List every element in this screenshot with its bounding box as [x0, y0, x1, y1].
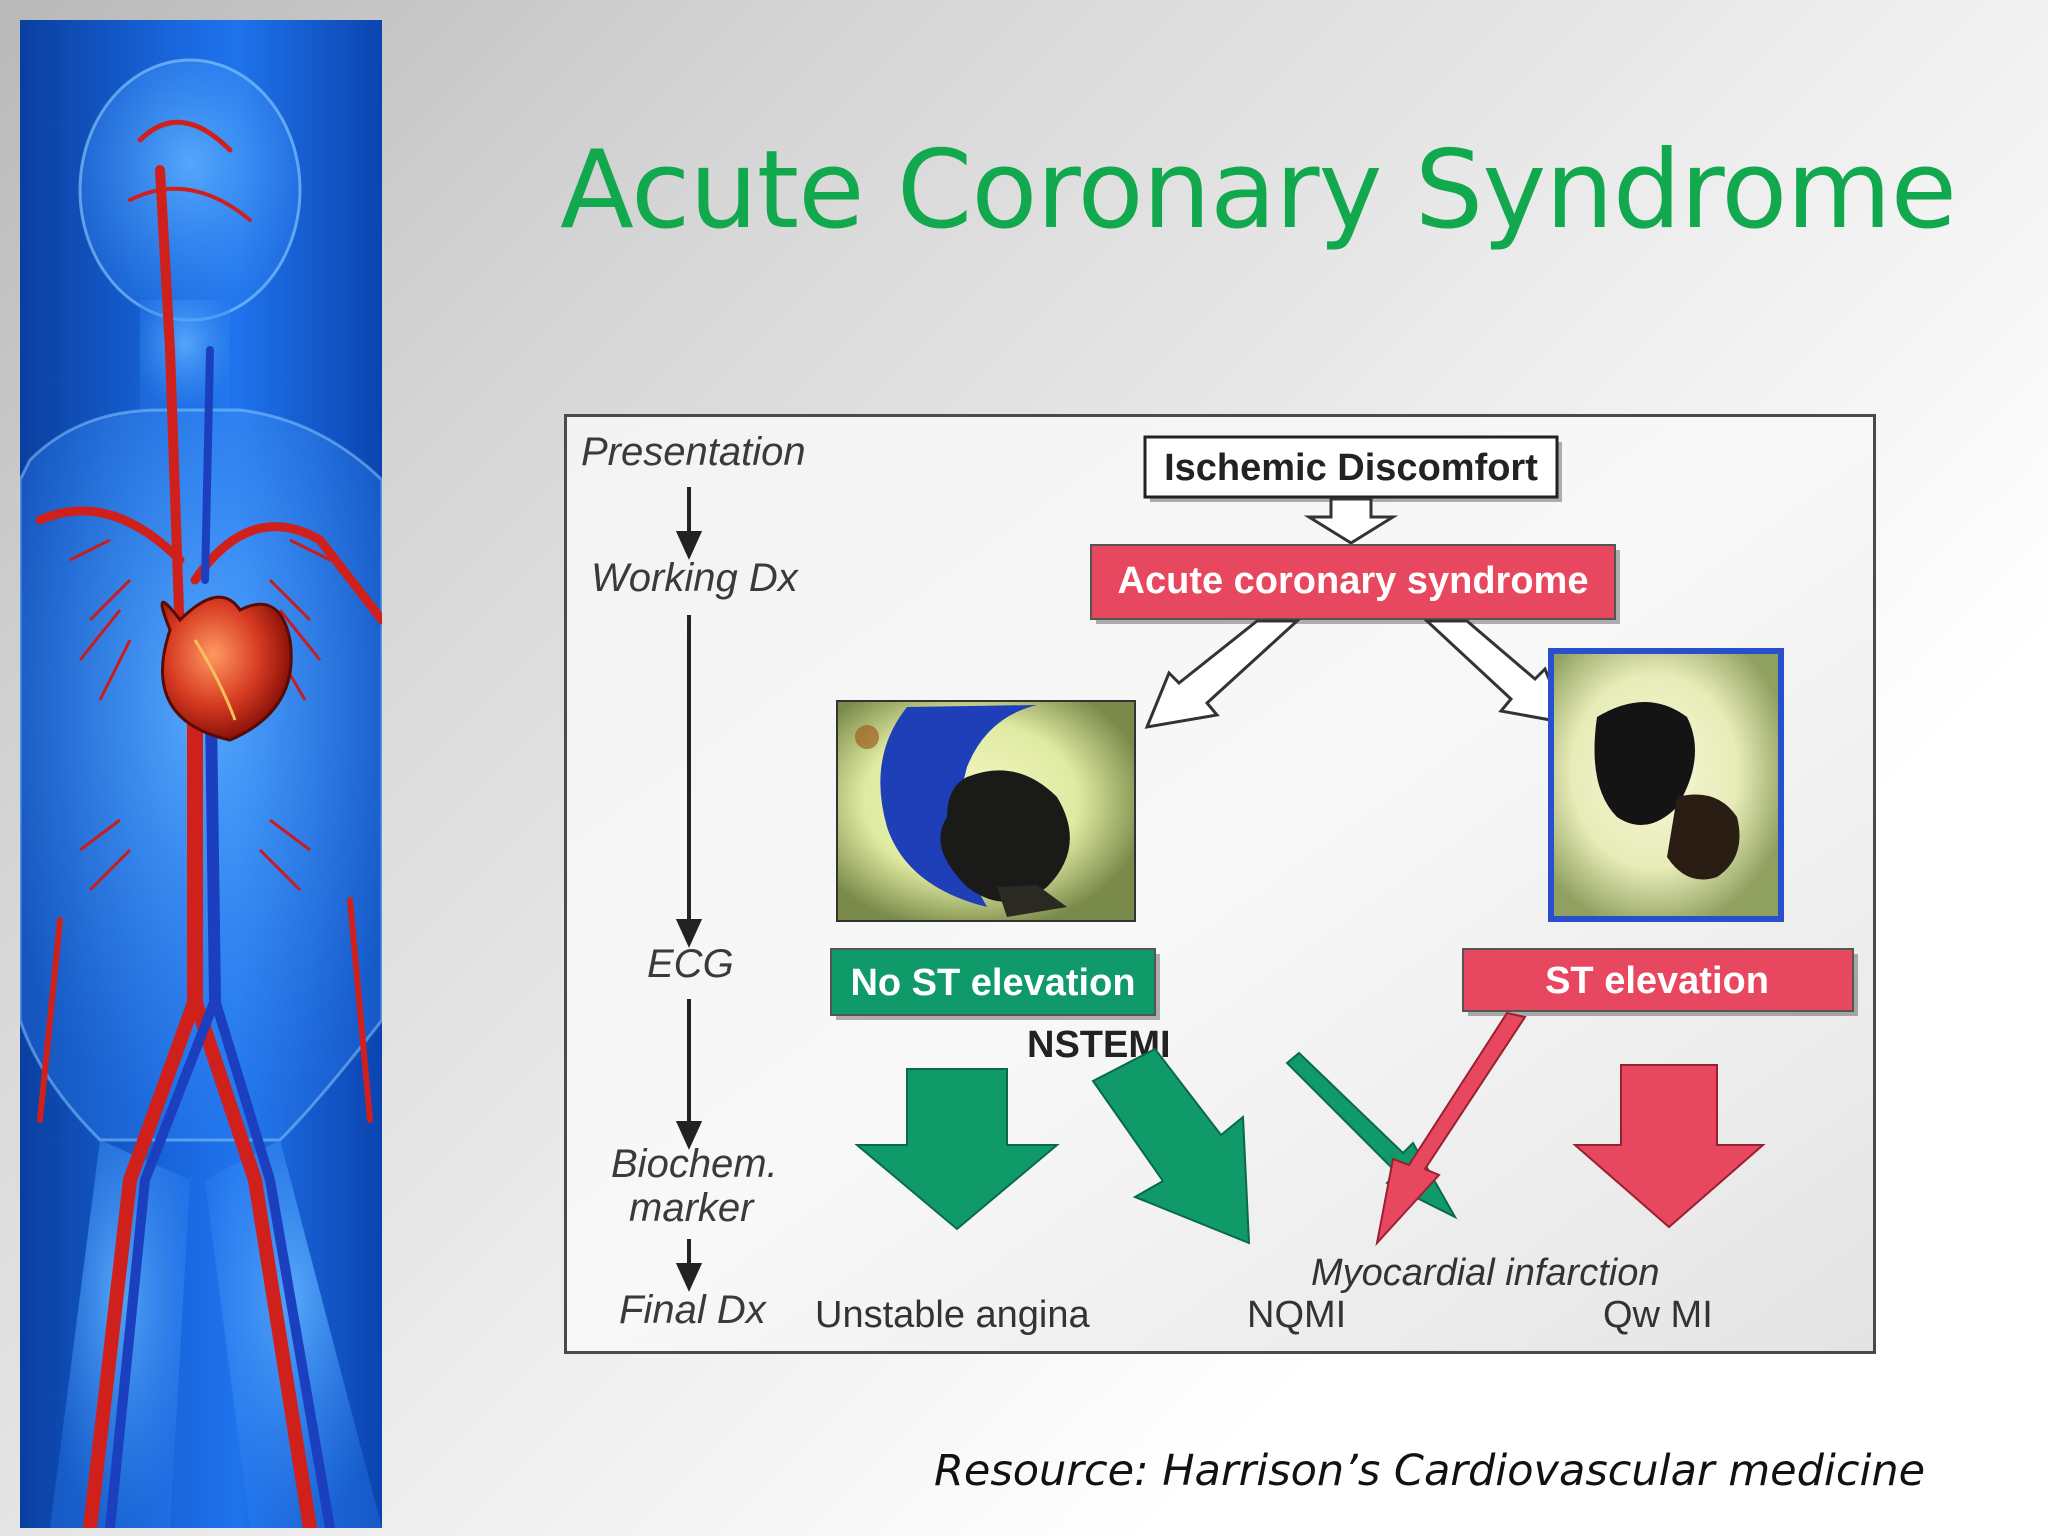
- outcome-qwmi: Qw MI: [1603, 1294, 1713, 1336]
- acs-box: [1090, 544, 1616, 620]
- stage-marker: marker: [629, 1186, 755, 1230]
- green-arrow-nqmi-icon: [1091, 1047, 1251, 1245]
- no-st-elevation-box: [830, 948, 1156, 1016]
- circulatory-system-illustration: [20, 20, 382, 1528]
- outcome-unstable-angina: Unstable angina: [815, 1294, 1091, 1336]
- thin-red-arrow-icon: [1375, 1011, 1527, 1247]
- coronary-thrombus-photo-left: [836, 700, 1136, 922]
- hollow-arrow-down-icon: [1303, 497, 1399, 545]
- red-arrow-qwmi-icon: [1572, 1064, 1766, 1229]
- acs-flow-diagram: Presentation Working Dx ECG Biochem. mar…: [564, 414, 1876, 1354]
- st-elevation-label: ST elevation: [1545, 960, 1769, 1002]
- st-elevation-box: [1462, 948, 1854, 1012]
- stage-presentation: Presentation: [581, 430, 806, 474]
- stage-biochem: Biochem.: [611, 1142, 778, 1186]
- coronary-thrombus-photo-right: [1548, 648, 1784, 922]
- stage-arrows: [675, 487, 703, 1292]
- stage-working-dx: Working Dx: [591, 556, 800, 600]
- acs-label: Acute coronary syndrome: [1118, 560, 1589, 602]
- no-st-elevation-label: No ST elevation: [850, 962, 1135, 1004]
- outcome-nqmi: NQMI: [1247, 1294, 1346, 1336]
- stage-final-dx: Final Dx: [619, 1288, 768, 1332]
- acs-diagram-svg: Presentation Working Dx ECG Biochem. mar…: [567, 417, 1873, 1351]
- ischemic-discomfort-label: Ischemic Discomfort: [1164, 447, 1538, 489]
- hollow-arrow-left-icon: [1144, 619, 1301, 729]
- stage-ecg: ECG: [647, 942, 734, 986]
- green-arrow-unstable-angina-icon: [854, 1068, 1060, 1231]
- slide-title: Acute Coronary Syndrome: [560, 128, 1957, 253]
- human-figure-icon: [20, 58, 382, 1528]
- ischemic-discomfort-box: [1143, 435, 1559, 499]
- resource-citation: Resource: Harrison’s Cardiovascular medi…: [934, 1446, 1926, 1496]
- myocardial-infarction-label: Myocardial infarction: [1311, 1252, 1659, 1294]
